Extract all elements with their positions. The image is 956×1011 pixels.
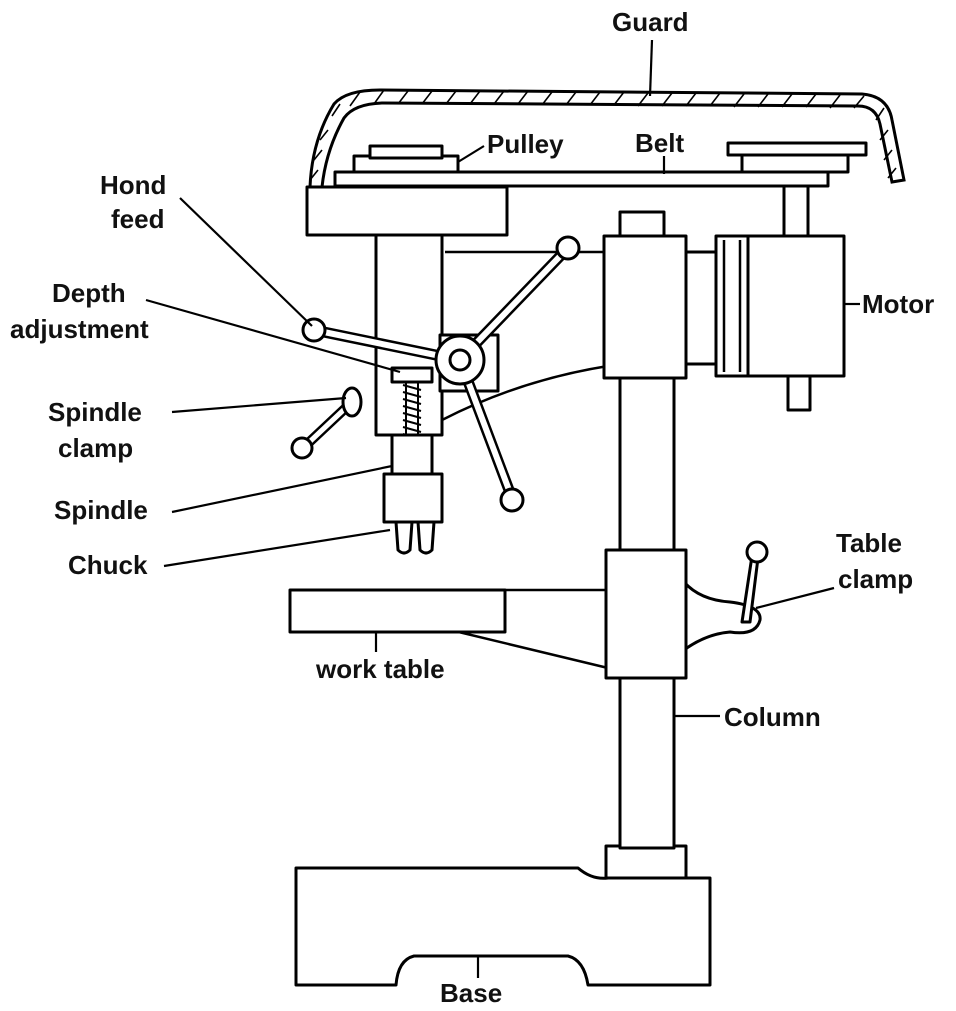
leader-chuck	[163, 528, 391, 568]
top-housing	[305, 185, 509, 237]
belt	[333, 170, 830, 188]
motor-end-cap	[714, 234, 750, 378]
label-motor: Motor	[862, 289, 934, 319]
head-block	[602, 234, 688, 380]
label-chuck: Chuck	[68, 550, 148, 580]
head-support-arm	[441, 250, 609, 422]
spindle	[390, 433, 434, 477]
leader-depth	[145, 298, 401, 374]
label-work-table: work table	[315, 654, 445, 684]
label-guard: Guard	[612, 7, 689, 37]
label-hand-feed-line2: feed	[111, 204, 164, 234]
base	[294, 866, 712, 987]
motor-end-ring	[722, 240, 742, 372]
quill-housing	[374, 233, 444, 437]
table-clamp-knob	[745, 540, 769, 564]
motor-flange	[684, 250, 718, 366]
label-depth-line1: Depth	[52, 278, 126, 308]
pulley-right-top	[726, 141, 868, 157]
leader-guard	[648, 39, 654, 97]
label-column: Column	[724, 702, 821, 732]
label-pulley: Pulley	[487, 129, 564, 159]
work-table	[288, 588, 507, 634]
leader-spindle-clamp	[171, 396, 347, 414]
depth-stop-collar	[390, 366, 434, 384]
chuck	[382, 472, 444, 524]
feed-knob-upper	[555, 235, 581, 261]
spindle-clamp-hub	[341, 386, 363, 418]
motor-body	[746, 234, 846, 378]
column-lower-collar	[604, 844, 688, 880]
guard-hatching	[309, 89, 897, 181]
leader-pulley	[457, 145, 485, 163]
label-depth-line2: adjustment	[10, 314, 149, 344]
table-clamp-boss	[682, 580, 762, 652]
column-top	[618, 210, 666, 240]
pulley-left-top	[368, 144, 444, 160]
leader-table-clamp	[755, 586, 835, 610]
label-hand-feed-line1: Hond	[100, 170, 166, 200]
label-belt: Belt	[635, 128, 684, 158]
label-table-clamp-line1: Table	[836, 528, 902, 558]
feed-knob-left	[301, 317, 327, 343]
chuck-jaws	[394, 520, 436, 555]
guard	[308, 88, 906, 189]
label-base: Base	[440, 978, 502, 1008]
label-spindle-clamp-line1: Spindle	[48, 397, 142, 427]
label-spindle-clamp-line2: clamp	[58, 433, 133, 463]
work-table-arm	[441, 588, 609, 670]
label-table-clamp-line2: clamp	[838, 564, 913, 594]
leader-hand-feed	[179, 197, 313, 327]
table-bracket	[604, 548, 688, 680]
leader-spindle	[171, 464, 393, 514]
label-spindle: Spindle	[54, 495, 148, 525]
motor-shaft-bottom	[786, 374, 812, 412]
feed-hub-inner	[448, 348, 472, 372]
spindle-clamp-knob	[290, 436, 314, 460]
motor-shaft-top	[782, 184, 810, 240]
feed-knob-lower	[499, 487, 525, 513]
pulley-right-base	[740, 152, 850, 174]
